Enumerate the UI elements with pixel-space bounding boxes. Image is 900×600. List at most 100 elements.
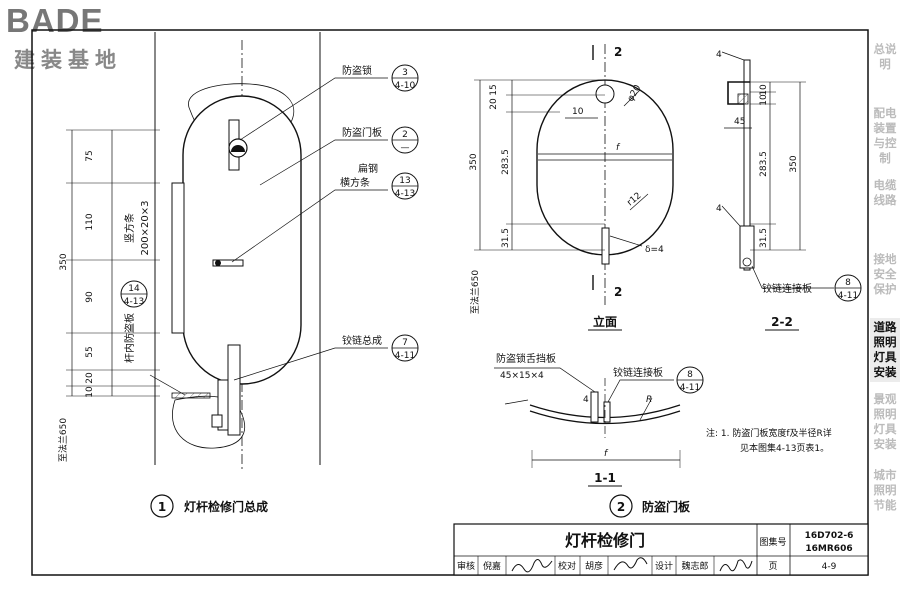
svg-text:8: 8 <box>687 370 693 380</box>
fig1-elevation: 至法兰650 <box>57 418 69 462</box>
svg-text:14: 14 <box>128 284 140 294</box>
fig2-number-circle <box>609 494 633 518</box>
tb-design-label: 设计 <box>655 560 673 572</box>
s11-label-tongue-spec: 45×15×4 <box>500 371 544 381</box>
tb-check-label: 校对 <box>558 560 576 572</box>
fig1-dim-75: 75 <box>85 150 95 161</box>
svg-text:8: 8 <box>845 278 851 288</box>
svg-text:—: — <box>401 143 410 153</box>
drawing-title: 灯杆检修门 <box>565 531 645 550</box>
fig2-dim-15: 15 <box>489 84 499 95</box>
note-line-2: 见本图集4-13页表1。 <box>740 442 829 454</box>
fig1-assembly <box>66 32 321 470</box>
label-cross-bar: 横方条 <box>340 176 370 189</box>
s11-label-4: 4 <box>583 395 589 405</box>
svg-text:2: 2 <box>402 130 408 140</box>
page-label: 页 <box>768 561 777 572</box>
bade-logo: BADE 建装基地 <box>6 2 156 72</box>
svg-text:4-13: 4-13 <box>395 189 415 199</box>
ref-bubble-sec-hinge: 8 4-11 <box>834 274 862 302</box>
sec-label-4-top: 4 <box>716 50 722 60</box>
fig2-dim-20: 20 <box>489 98 499 110</box>
section-2-2 <box>721 51 834 289</box>
section-2-2-title: 2-2 <box>771 315 793 329</box>
logo-brand: BADE <box>6 2 104 39</box>
fig1-number-circle <box>150 494 174 518</box>
sec-dim-283-5: 283.5 <box>759 151 769 177</box>
sec-dim-31-5: 31.5 <box>759 228 769 248</box>
svg-text:4-11: 4-11 <box>838 291 858 301</box>
side-tab-cable[interactable]: 电缆线路 <box>873 178 897 207</box>
atlas-number-2: 16MR606 <box>805 544 852 554</box>
fig1-dim-10: 10 <box>85 386 95 398</box>
fig1-dim-20: 20 <box>85 372 95 384</box>
side-tab-landscape[interactable]: 景观照明灯具安装 <box>873 392 897 451</box>
fig2-dim-10: 10 <box>572 107 584 117</box>
ref-bubble-crossbar: 13 4-13 <box>391 172 419 200</box>
fig2-dim-283-5: 283.5 <box>501 149 511 175</box>
fig1-number: 1 <box>158 500 166 514</box>
svg-text:3: 3 <box>402 68 408 78</box>
sec-dim-45: 45 <box>734 117 745 127</box>
section-mark-top: 2 <box>614 45 622 59</box>
fig2-number: 2 <box>617 500 625 514</box>
label-anti-theft-lock: 防盗锁 <box>342 64 372 77</box>
fig2-dim-31-5: 31.5 <box>501 228 511 248</box>
signature-reviewer <box>511 559 553 573</box>
s11-label-tongue: 防盗锁舌挡板 <box>496 352 556 365</box>
tb-review-name: 倪嘉 <box>483 560 501 572</box>
ref-bubble-hinge: 7 4-11 <box>391 334 419 362</box>
fig1-dim-350: 350 <box>59 253 69 270</box>
svg-text:4-13: 4-13 <box>124 297 144 307</box>
fig1-dim-90: 90 <box>85 291 95 303</box>
sheet-border <box>31 29 869 576</box>
section-1-1-title: 1-1 <box>594 471 616 485</box>
s11-label-R: R <box>646 395 652 405</box>
title-block <box>453 523 869 576</box>
page-number: 4-9 <box>822 562 837 572</box>
tb-check-name: 胡彦 <box>585 560 603 572</box>
ref-bubble-lock: 3 4-10 <box>391 64 419 92</box>
section-1-1 <box>494 367 681 468</box>
fig1-dim-55: 55 <box>85 346 95 357</box>
side-tab-distribution[interactable]: 配电装置与控制 <box>873 106 897 165</box>
side-tab-general[interactable]: 总说明 <box>873 42 897 71</box>
fig2-elevation: 至法兰650 <box>469 270 481 314</box>
fig2-dim-f: f <box>616 143 621 153</box>
svg-text:4-10: 4-10 <box>395 81 416 91</box>
side-tab-road-lighting[interactable]: 道路照明灯具安装 <box>870 318 900 382</box>
signature-checker <box>613 557 648 571</box>
tb-design-name: 魏志郎 <box>681 560 708 572</box>
fig2-dim-350: 350 <box>469 153 479 170</box>
fig2-dim-delta4: δ=4 <box>645 245 664 255</box>
svg-text:13: 13 <box>399 176 410 186</box>
label-vertical-bar: 竖方条 <box>123 213 136 243</box>
s11-label-hinge-plate: 铰链连接板 <box>613 366 663 379</box>
atlas-label: 图集号 <box>759 536 786 548</box>
note-line-1: 注: 1. 防盗门板宽度f及半径R详 <box>706 427 832 439</box>
side-tab-energy[interactable]: 城市照明节能 <box>873 468 897 512</box>
signature-designer <box>719 559 753 572</box>
fig1-title: 灯杆检修门总成 <box>184 499 268 514</box>
atlas-number-1: 16D702-6 <box>805 531 854 541</box>
fig2-title: 防盗门板 <box>642 499 691 514</box>
side-tabs: 总说明 配电装置与控制 电缆线路 接地安全保护 道路照明灯具安装 景观照明灯具安… <box>870 30 900 570</box>
label-anti-theft-door: 防盗门板 <box>342 126 382 139</box>
fig1-dim-110: 110 <box>85 213 95 230</box>
side-tab-grounding[interactable]: 接地安全保护 <box>873 252 897 296</box>
svg-text:7: 7 <box>402 338 408 348</box>
sec-dim-10-top: 10 <box>759 84 769 96</box>
label-flat-steel: 扁钢 <box>358 162 378 175</box>
label-inner-plate: 杆内防盗板 <box>123 313 136 363</box>
fig2-elevation <box>474 44 674 305</box>
label-vertical-bar-spec: 200×20×3 <box>140 201 151 256</box>
svg-text:4-11: 4-11 <box>395 351 415 361</box>
sec-label-hinge-plate: 铰链连接板 <box>762 282 812 295</box>
elevation-view-title: 立面 <box>593 314 617 329</box>
section-mark-bottom: 2 <box>614 285 622 299</box>
ref-bubble-inner-plate: 14 4-13 <box>120 280 148 308</box>
sec-dim-350: 350 <box>789 155 799 172</box>
ref-bubble-s11-hinge: 8 4-11 <box>676 366 704 394</box>
svg-text:4-11: 4-11 <box>680 383 700 393</box>
